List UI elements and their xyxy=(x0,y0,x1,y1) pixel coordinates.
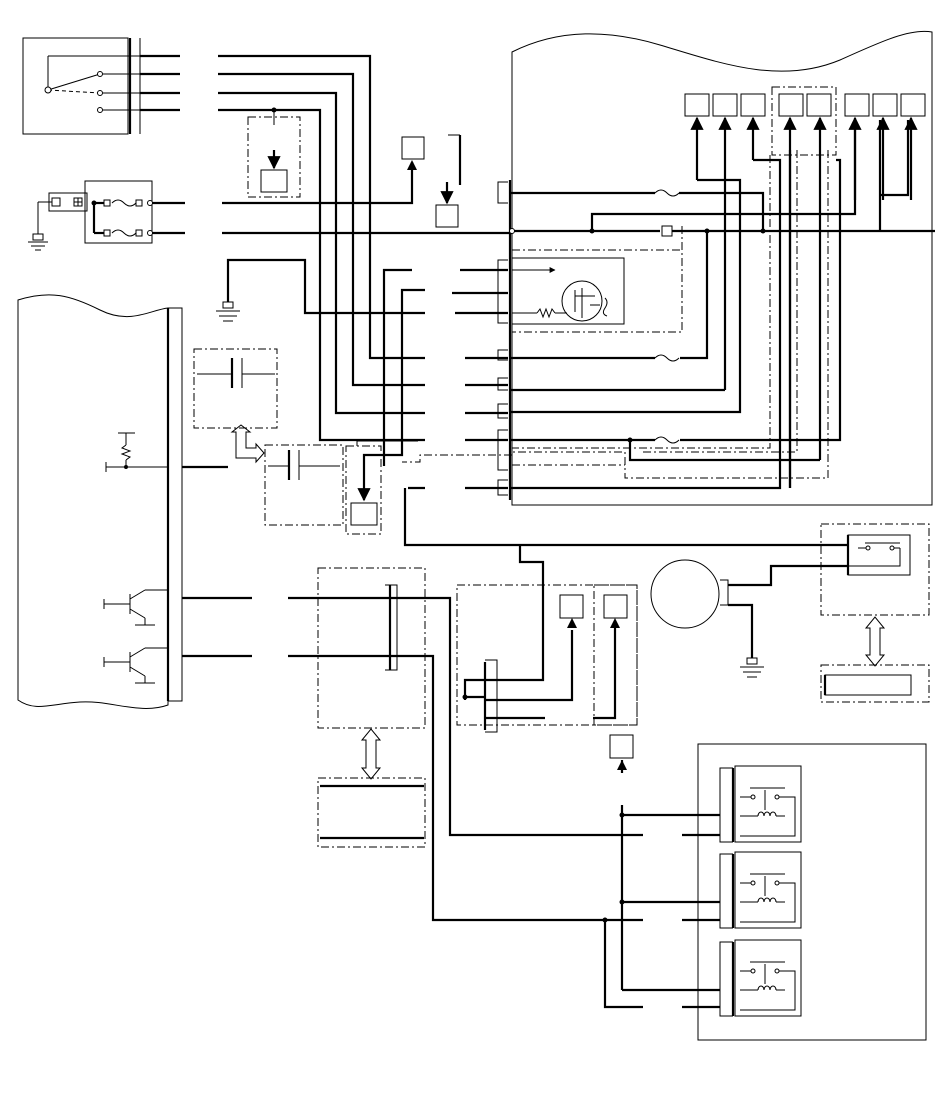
fan-switch xyxy=(820,523,930,703)
controller-board xyxy=(17,294,252,709)
unit-internal-wires xyxy=(402,116,935,490)
center-relay xyxy=(345,268,425,535)
motor-driver xyxy=(511,257,625,325)
unit-input-wires xyxy=(408,268,508,490)
capacitor-block-2 xyxy=(264,444,344,526)
power-input xyxy=(28,180,185,251)
sensor-block xyxy=(247,107,301,198)
bidirectional-arrow-small xyxy=(230,424,265,464)
fan-wire xyxy=(403,488,848,547)
power-line-1 xyxy=(222,162,414,205)
indicator-box xyxy=(401,136,425,160)
blower-motor xyxy=(650,559,848,678)
main-unit xyxy=(497,30,933,506)
up-arrow-icon xyxy=(567,618,577,628)
relay-wires xyxy=(602,805,720,1009)
mid-connector xyxy=(456,545,638,773)
ground-symbol xyxy=(216,258,425,322)
fan-switch-link-arrow xyxy=(864,616,886,667)
lower-connector xyxy=(288,567,643,922)
up-arrow-icon xyxy=(610,618,620,628)
lower-link-arrow xyxy=(360,728,382,780)
switch-wires xyxy=(218,54,425,442)
relay-panel xyxy=(697,743,927,1041)
up-arrow-icon xyxy=(407,160,417,170)
switch-assembly xyxy=(22,37,180,135)
capacitor-block-1 xyxy=(193,348,278,429)
up-arrow-icon xyxy=(617,760,627,770)
